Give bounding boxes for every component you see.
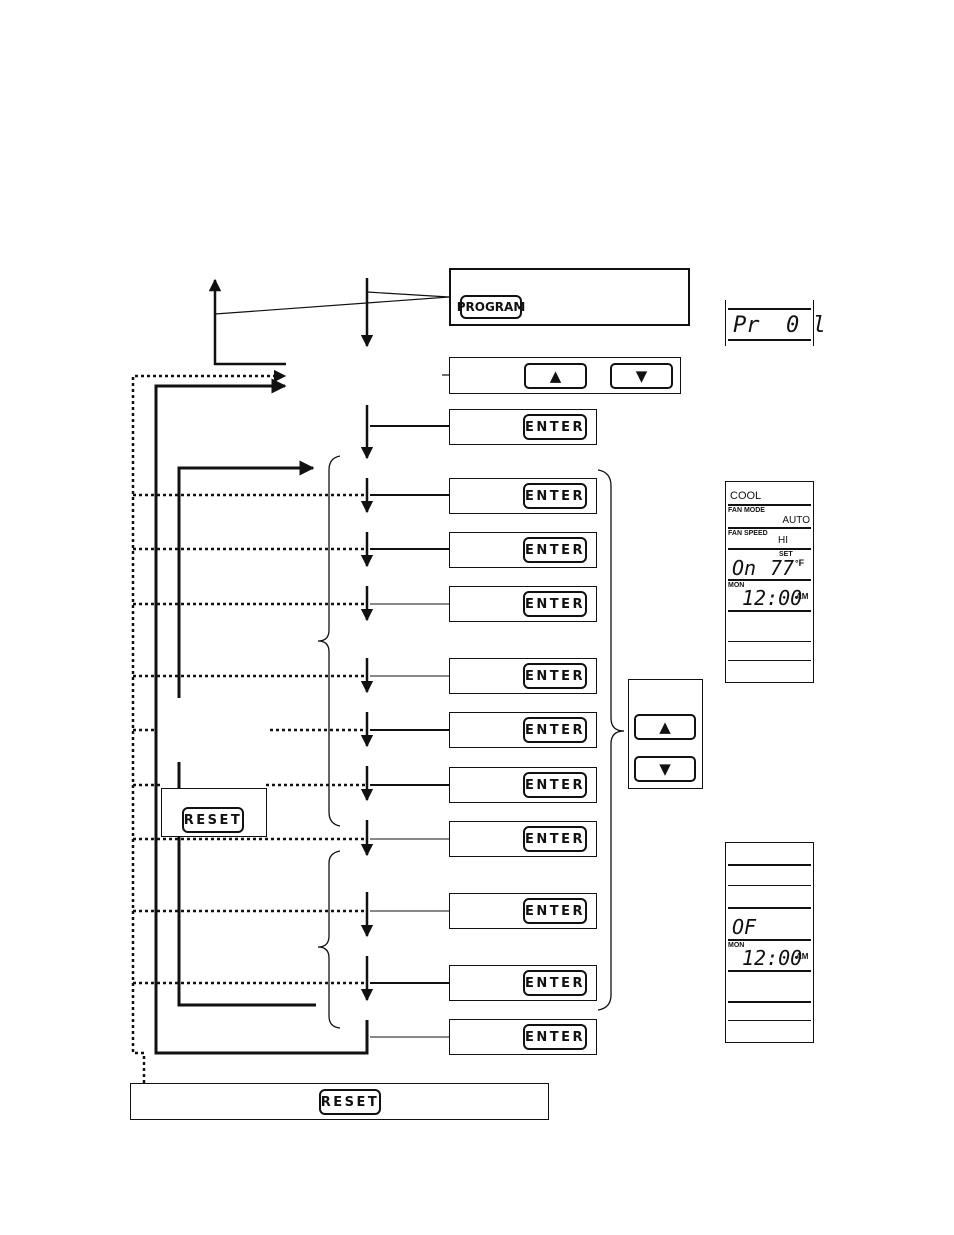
set-label: SET bbox=[779, 551, 793, 558]
reset-key[interactable]: RESET bbox=[182, 807, 244, 833]
setpoint-text: 77 bbox=[770, 556, 795, 580]
reset-step-box-small: RESET bbox=[161, 788, 267, 837]
enter-step-box-5: ENTER bbox=[449, 658, 597, 694]
enter-step-box-7: ENTER bbox=[449, 767, 597, 803]
program-code-text: Pr 0 l bbox=[733, 313, 826, 338]
day-label: MON bbox=[728, 942, 745, 949]
enter-step-box-4: ENTER bbox=[449, 586, 597, 622]
enter-key[interactable]: ENTER bbox=[523, 483, 587, 509]
enter-key[interactable]: ENTER bbox=[523, 970, 587, 996]
enter-step-box-10: ENTER bbox=[449, 965, 597, 1001]
enter-key[interactable]: ENTER bbox=[523, 537, 587, 563]
arrow-step-box: ▲ ▼ bbox=[449, 357, 681, 394]
program-key[interactable]: PROGRAM bbox=[457, 295, 525, 319]
enter-step-box-11: ENTER bbox=[449, 1019, 597, 1055]
enter-key[interactable]: ENTER bbox=[523, 663, 587, 689]
enter-key[interactable]: ENTER bbox=[523, 1024, 587, 1050]
inner-loop-upper bbox=[177, 460, 315, 698]
day-label: MON bbox=[728, 582, 745, 589]
display-on-mode: COOL FAN MODE AUTO FAN SPEED HI SET On 7… bbox=[725, 481, 814, 683]
return-loop-dotted bbox=[131, 369, 287, 1083]
display-program-code: Pr 0 l bbox=[725, 300, 826, 346]
enter-key[interactable]: ENTER bbox=[523, 414, 587, 440]
program-step-box: PROGRAM bbox=[449, 268, 690, 326]
reset-key[interactable]: RESET bbox=[319, 1089, 381, 1115]
enter-key[interactable]: ENTER bbox=[523, 898, 587, 924]
reset-step-box-large: RESET bbox=[130, 1083, 549, 1120]
time-text: 12:00 bbox=[742, 586, 803, 610]
up-arrow-key[interactable]: ▲ bbox=[524, 363, 587, 389]
off-state-text: OF bbox=[732, 915, 757, 939]
enter-step-box-1: ENTER bbox=[449, 409, 597, 445]
on-state-text: On bbox=[732, 556, 757, 580]
ampm-text: AM bbox=[796, 592, 809, 601]
display-off-mode: OF MON 12:00 AM bbox=[725, 842, 814, 1043]
unit-text: °F bbox=[795, 558, 805, 568]
enter-key[interactable]: ENTER bbox=[523, 717, 587, 743]
enter-step-box-9: ENTER bbox=[449, 893, 597, 929]
brace-right bbox=[597, 469, 625, 1011]
fan-speed-label: FAN SPEED bbox=[728, 530, 768, 537]
enter-key[interactable]: ENTER bbox=[523, 826, 587, 852]
enter-key[interactable]: ENTER bbox=[523, 772, 587, 798]
enter-step-box-2: ENTER bbox=[449, 478, 597, 514]
exit-arrow bbox=[208, 278, 286, 366]
fan-mode-label: FAN MODE bbox=[728, 507, 765, 514]
enter-step-box-8: ENTER bbox=[449, 821, 597, 857]
down-arrow-key[interactable]: ▼ bbox=[610, 363, 673, 389]
enter-step-box-6: ENTER bbox=[449, 712, 597, 748]
up-arrow-key[interactable]: ▲ bbox=[634, 714, 696, 740]
mode-label: COOL bbox=[730, 490, 762, 502]
fan-mode-value: AUTO bbox=[782, 515, 810, 526]
enter-key[interactable]: ENTER bbox=[523, 591, 587, 617]
brace-left-lower bbox=[317, 850, 341, 1029]
fan-speed-value: HI bbox=[778, 535, 788, 546]
return-loop-solid bbox=[154, 378, 369, 1055]
time-text: 12:00 bbox=[742, 946, 803, 970]
adjust-arrows-box: ▲ ▼ bbox=[628, 679, 703, 789]
down-arrow-key[interactable]: ▼ bbox=[634, 756, 696, 782]
enter-step-box-3: ENTER bbox=[449, 532, 597, 568]
ampm-text: AM bbox=[796, 952, 809, 961]
brace-left-upper bbox=[317, 455, 341, 827]
